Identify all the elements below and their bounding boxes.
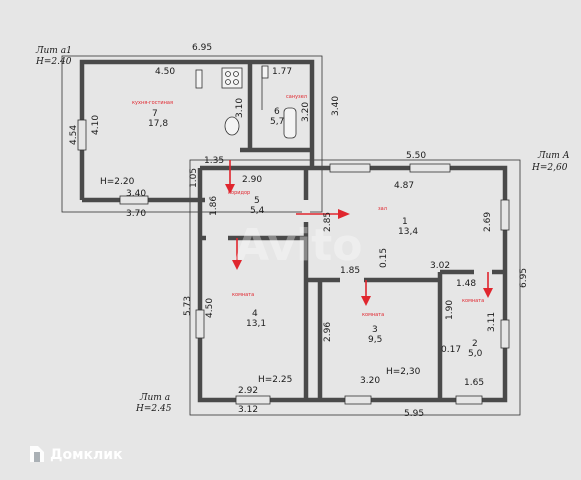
- svg-text:5,0: 5,0: [468, 349, 483, 359]
- svg-text:3: 3: [372, 325, 378, 335]
- svg-text:13,1: 13,1: [246, 319, 266, 329]
- svg-text:зал: зал: [378, 206, 387, 212]
- svg-text:3.20: 3.20: [301, 102, 311, 122]
- sink-icon: [261, 65, 269, 79]
- svg-text:5.50: 5.50: [406, 151, 426, 161]
- svg-text:2.90: 2.90: [242, 175, 262, 185]
- svg-text:3.20: 3.20: [360, 376, 380, 386]
- walls-main: [197, 165, 508, 403]
- stove-icon: [221, 67, 243, 89]
- svg-text:5.73: 5.73: [183, 296, 193, 316]
- svg-text:6.95: 6.95: [519, 268, 529, 288]
- svg-text:1.86: 1.86: [209, 196, 219, 216]
- svg-text:3.40: 3.40: [331, 96, 341, 116]
- toilet-icon: [224, 116, 240, 136]
- svg-text:1.85: 1.85: [340, 266, 360, 276]
- svg-text:13,4: 13,4: [398, 227, 418, 237]
- svg-text:санузел: санузел: [286, 94, 307, 100]
- svg-text:4: 4: [252, 309, 258, 319]
- svg-text:1: 1: [402, 217, 408, 227]
- lit-a-height: H=2.45: [135, 404, 172, 414]
- svg-text:2.69: 2.69: [483, 212, 493, 232]
- frame-a1: [61, 55, 323, 213]
- brand-logo: Домклик: [30, 446, 123, 463]
- svg-text:4.10: 4.10: [91, 115, 101, 135]
- svg-text:3.11: 3.11: [487, 312, 497, 332]
- svg-text:комната: комната: [462, 298, 484, 304]
- svg-text:2.96: 2.96: [323, 322, 333, 342]
- svg-text:1.90: 1.90: [445, 300, 455, 320]
- watermark-text: Avito: [235, 220, 363, 271]
- svg-text:5: 5: [254, 196, 260, 206]
- svg-text:комната: комната: [232, 292, 254, 298]
- svg-text:2.85: 2.85: [323, 212, 333, 232]
- svg-text:кухня-гостиная: кухня-гостиная: [132, 100, 173, 106]
- brand-name: Домклик: [50, 447, 123, 463]
- dimension-labels: 6.95 4.50 1.77 4.54 4.10 3.10 3.20 3.40 …: [69, 43, 529, 419]
- doors: [206, 196, 492, 284]
- svg-text:1.35: 1.35: [204, 156, 224, 166]
- svg-text:4.50: 4.50: [205, 298, 215, 318]
- svg-text:2.92: 2.92: [238, 386, 258, 396]
- room-labels: кухня-гостиная 7 17,8 санузел 6 5,7 кори…: [132, 94, 484, 359]
- svg-text:H=2,30: H=2,30: [386, 367, 421, 377]
- lit-A-title: Лит А: [537, 151, 570, 161]
- fixtures: [195, 65, 297, 139]
- boiler-icon: [195, 69, 203, 89]
- svg-text:1.05: 1.05: [189, 168, 199, 188]
- svg-text:3.12: 3.12: [238, 405, 258, 415]
- svg-text:9,5: 9,5: [368, 335, 382, 345]
- svg-text:1.48: 1.48: [456, 279, 476, 289]
- svg-text:3.70: 3.70: [126, 209, 146, 219]
- svg-text:6.95: 6.95: [192, 43, 212, 53]
- svg-text:3.02: 3.02: [430, 261, 450, 271]
- svg-text:3.10: 3.10: [235, 98, 245, 118]
- svg-text:0.17: 0.17: [441, 345, 461, 355]
- svg-text:5.95: 5.95: [404, 409, 424, 419]
- svg-text:4.54: 4.54: [69, 125, 79, 145]
- svg-text:2: 2: [472, 339, 478, 349]
- svg-text:6: 6: [274, 107, 280, 117]
- svg-text:коридор: коридор: [228, 190, 250, 196]
- svg-text:5,4: 5,4: [250, 206, 265, 216]
- svg-text:1.65: 1.65: [464, 378, 484, 388]
- svg-text:комната: комната: [362, 312, 384, 318]
- frame-main: [189, 159, 521, 416]
- bathtub-icon: [283, 107, 297, 139]
- lit-A-height: H=2,60: [531, 163, 568, 173]
- svg-text:H=2.25: H=2.25: [258, 375, 292, 385]
- svg-text:3.40: 3.40: [126, 189, 146, 199]
- entry-arrows: [225, 160, 493, 306]
- svg-text:4.50: 4.50: [155, 67, 175, 77]
- windows: [77, 119, 510, 405]
- svg-text:4.87: 4.87: [394, 181, 414, 191]
- svg-text:7: 7: [152, 109, 158, 119]
- lit-a1-height: H=2.40: [35, 57, 72, 67]
- svg-text:H=2.20: H=2.20: [100, 177, 135, 187]
- svg-text:5,7: 5,7: [270, 117, 284, 127]
- lit-a1-title: Лит а1: [35, 46, 72, 56]
- svg-text:17,8: 17,8: [148, 119, 168, 129]
- svg-text:1.77: 1.77: [272, 67, 292, 77]
- svg-text:0.15: 0.15: [379, 248, 389, 268]
- lit-a-title: Лит а: [139, 393, 170, 403]
